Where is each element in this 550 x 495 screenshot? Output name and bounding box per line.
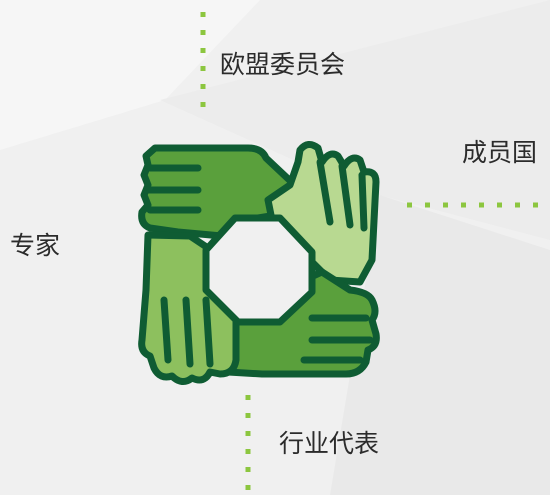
background-facet: [0, 0, 260, 150]
background-facet: [160, 0, 550, 240]
label-member-states: 成员国: [462, 138, 538, 167]
center-opening: [202, 214, 316, 326]
hand-top-right: [264, 141, 380, 286]
label-european-commission: 欧盟委员会: [220, 50, 346, 79]
label-experts: 专家: [10, 231, 61, 260]
finger-line: [144, 164, 202, 214]
label-industry-representatives: 行业代表: [279, 429, 380, 458]
joined-hands-icon: [138, 141, 380, 385]
finger-line: [160, 296, 214, 368]
hand-bottom-right: [222, 268, 380, 378]
background-facet: [330, 195, 550, 495]
finger-line: [316, 158, 368, 232]
finger-line: [300, 314, 374, 364]
